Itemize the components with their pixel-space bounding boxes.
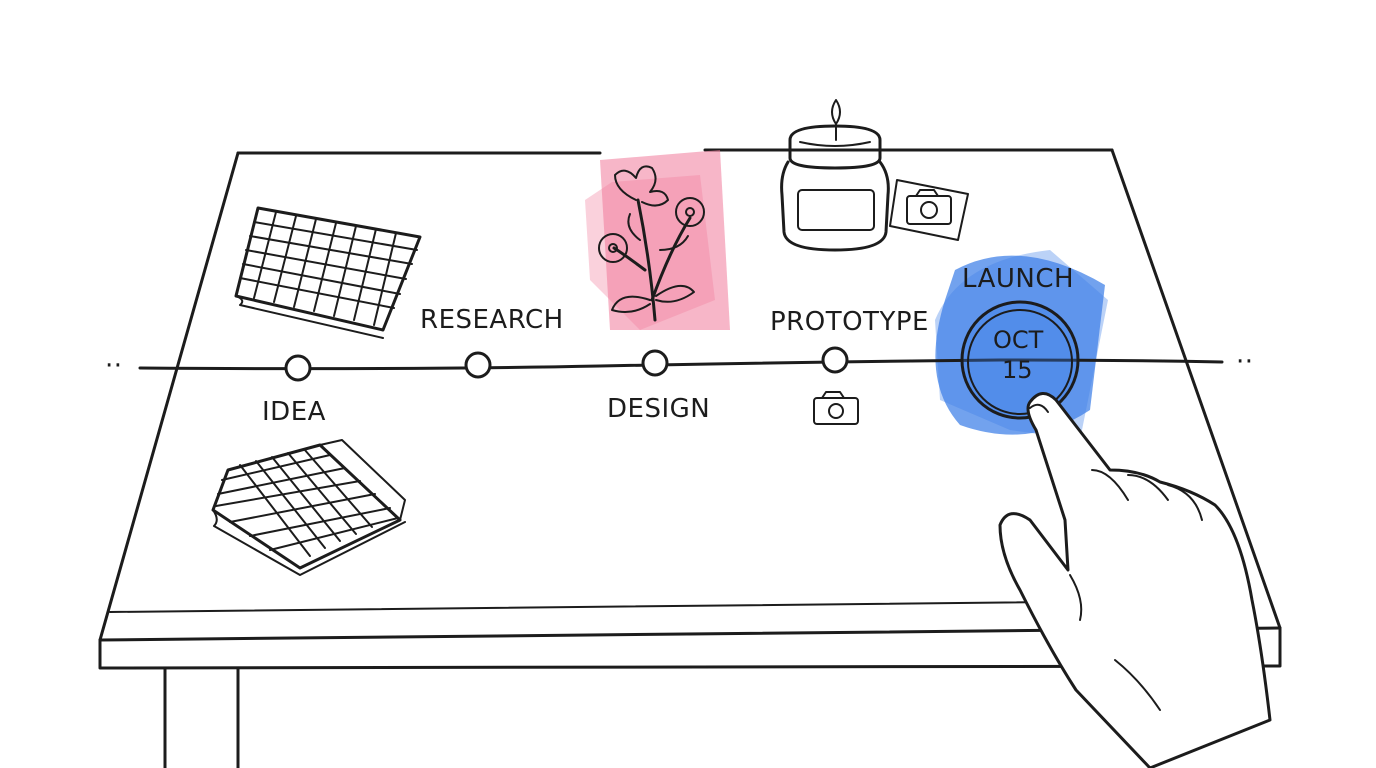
pointing-hand-icon (998, 392, 1272, 768)
flower-sketch-icon (598, 165, 705, 322)
timeline-trail-marker: ·· (1236, 347, 1254, 377)
camera-icon (813, 391, 859, 425)
timeline-node-idea[interactable] (284, 354, 312, 382)
launch-date-day: 15 (1002, 356, 1033, 384)
fabric-swatch-icon (211, 439, 406, 576)
timeline-lead-marker: ·· (105, 351, 123, 381)
timeline-node-design[interactable] (641, 349, 669, 377)
launch-date-month: OCT (993, 326, 1044, 354)
candle-jar-icon (780, 99, 890, 252)
stage-label-launch: LAUNCH (962, 264, 1074, 294)
fabric-swatch-icon (234, 206, 422, 339)
stage-label-design: DESIGN (607, 394, 710, 424)
camera-icon (889, 179, 969, 241)
timeline-node-prototype[interactable] (821, 346, 849, 374)
stage-label-prototype: PROTOTYPE (770, 307, 929, 337)
stage-label-idea: IDEA (262, 397, 326, 427)
table-illustration (98, 148, 1282, 768)
timeline-node-research[interactable] (464, 351, 492, 379)
timeline: ·· ·· IDEA RESEARCH DESIGN PROTOTYPE LAU… (105, 264, 1254, 427)
pink-wash (585, 150, 730, 330)
timeline-node-launch[interactable] (960, 300, 1080, 420)
stage-label-research: RESEARCH (420, 305, 564, 335)
